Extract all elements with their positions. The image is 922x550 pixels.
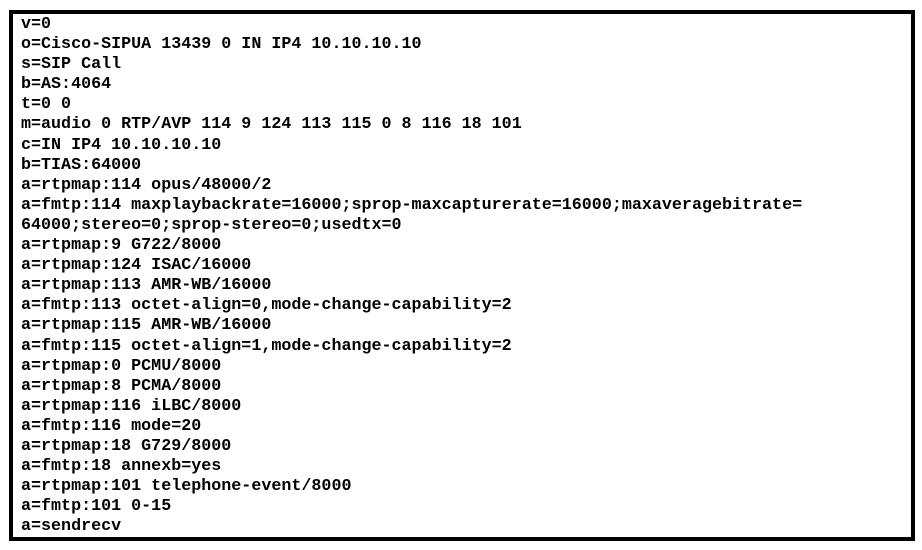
sdp-line: a=rtpmap:8 PCMA/8000	[21, 376, 222, 396]
sdp-line: a=rtpmap:0 PCMU/8000	[21, 356, 222, 376]
sdp-line: a=fmtp:113 octet-align=0,mode-change-cap…	[21, 296, 512, 316]
sdp-line: a=sendrecv	[21, 517, 122, 537]
sdp-line: t=0 0	[21, 95, 72, 115]
sdp-line: a=rtpmap:124 ISAC/16000	[21, 256, 252, 276]
sdp-line: a=fmtp:114 maxplaybackrate=16000;sprop-m…	[21, 195, 803, 215]
sdp-line: a=rtpmap:9 G722/8000	[21, 236, 222, 256]
sdp-line: a=fmtp:18 annexb=yes	[21, 457, 222, 477]
sdp-line: s=SIP Call	[21, 55, 122, 75]
sdp-line: 64000;stereo=0;sprop-stereo=0;usedtx=0	[21, 215, 402, 235]
sdp-line: m=audio 0 RTP/AVP 114 9 124 113 115 0 8 …	[21, 115, 522, 135]
sdp-line: v=0	[21, 15, 52, 34]
sdp-line: a=rtpmap:115 AMR-WB/16000	[21, 316, 272, 336]
sdp-line: a=rtpmap:18 G729/8000	[21, 436, 232, 456]
sdp-line: a=rtpmap:114 opus/48000/2	[21, 175, 272, 195]
sdp-line: c=IN IP4 10.10.10.10	[21, 135, 222, 155]
sdp-line: a=rtpmap:113 AMR-WB/16000	[21, 276, 272, 296]
sdp-line: o=Cisco-SIPUA 13439 0 IN IP4 10.10.10.10	[21, 35, 422, 55]
sdp-line: a=fmtp:101 0-15	[21, 497, 172, 517]
sdp-line-list: v=0 o=Cisco-SIPUA 13439 0 IN IP4 10.10.1…	[21, 15, 802, 537]
sdp-line: a=rtpmap:116 iLBC/8000	[21, 396, 242, 416]
sdp-line: a=fmtp:115 octet-align=1,mode-change-cap…	[21, 336, 512, 356]
sdp-line: b=TIAS:64000	[21, 155, 142, 175]
sdp-text-box: v=0 o=Cisco-SIPUA 13439 0 IN IP4 10.10.1…	[9, 10, 915, 541]
sdp-line: b=AS:4064	[21, 75, 112, 95]
sdp-line: a=fmtp:116 mode=20	[21, 416, 202, 436]
sdp-line: a=rtpmap:101 telephone-event/8000	[21, 477, 352, 497]
